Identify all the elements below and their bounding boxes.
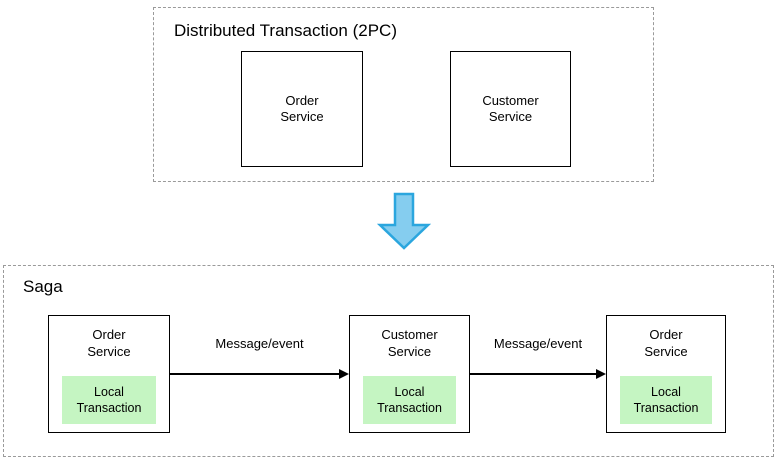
saga-service-box-label: Customer Service — [381, 327, 438, 359]
group-title-saga: Saga — [23, 277, 63, 296]
service-box-label: Customer Service — [482, 93, 539, 124]
local-transaction-badge: Local Transaction — [620, 376, 712, 424]
group-saga: Saga — [3, 265, 774, 457]
message-arrow-label-2: Message/event — [493, 336, 583, 351]
local-transaction-label: Local Transaction — [377, 385, 442, 415]
arrow-line — [470, 373, 596, 375]
saga-service-box-order-service-2[interactable]: Order Service Local Transaction — [606, 315, 726, 433]
group-distributed-transaction: Distributed Transaction (2PC) — [153, 7, 654, 182]
local-transaction-badge: Local Transaction — [363, 376, 456, 424]
saga-service-box-customer-service[interactable]: Customer Service Local Transaction — [349, 315, 470, 433]
arrow-head-icon — [339, 369, 349, 379]
message-arrow-label-1: Message/event — [215, 336, 304, 351]
saga-service-box-label: Order Service — [644, 327, 688, 359]
message-arrow-2 — [470, 369, 606, 379]
service-box-label: Order Service — [280, 93, 324, 124]
saga-service-box-label: Order Service — [87, 327, 131, 359]
arrow-head-icon — [596, 369, 606, 379]
service-box-order-service-2pc[interactable]: Order Service — [241, 51, 363, 167]
arrow-line — [170, 373, 339, 375]
local-transaction-badge: Local Transaction — [62, 376, 156, 424]
saga-service-box-order-service-1[interactable]: Order Service Local Transaction — [48, 315, 170, 433]
message-arrow-1 — [170, 369, 349, 379]
group-title-distributed-transaction: Distributed Transaction (2PC) — [174, 21, 397, 40]
local-transaction-label: Local Transaction — [633, 385, 699, 415]
down-arrow-icon — [377, 192, 431, 250]
service-box-customer-service-2pc[interactable]: Customer Service — [450, 51, 571, 167]
local-transaction-label: Local Transaction — [76, 385, 142, 415]
